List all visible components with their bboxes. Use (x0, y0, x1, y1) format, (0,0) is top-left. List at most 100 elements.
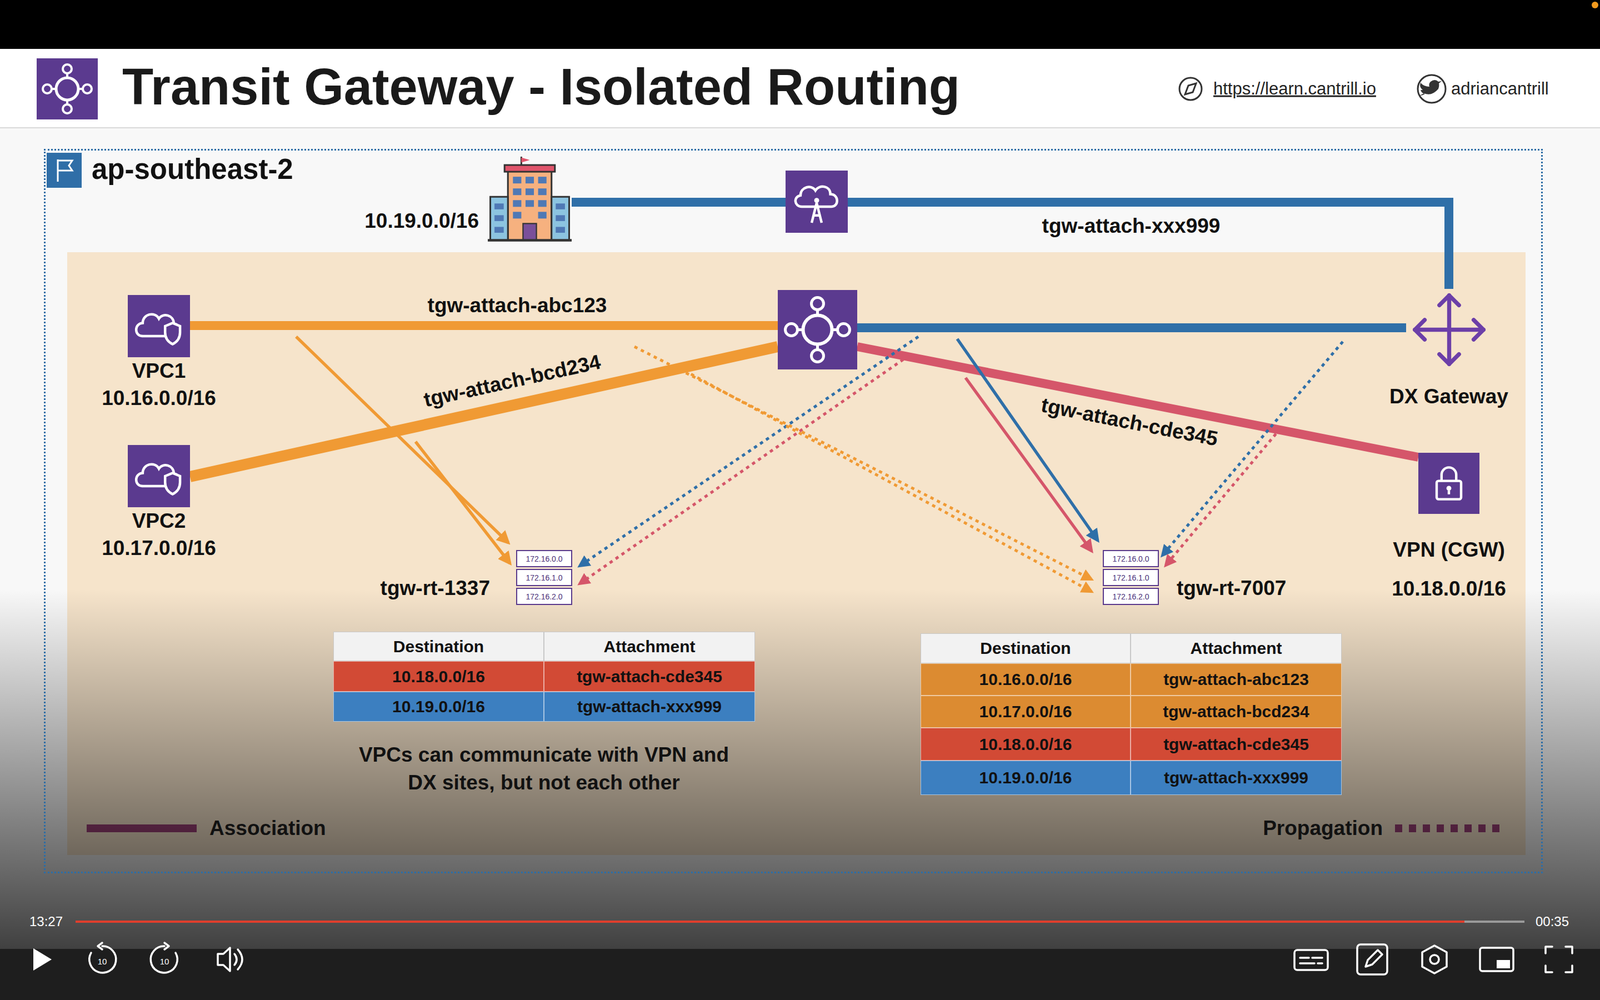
table-cell: tgw-attach-xxx999 (1130, 760, 1342, 795)
drawn-path (1300, 957, 1323, 964)
drawn-line (965, 377, 1092, 552)
node-label: VPC2 (132, 507, 187, 535)
drawn-circle (56, 77, 79, 100)
drawn-path (797, 310, 838, 350)
node-label: 10.16.0.0/16 (101, 384, 217, 412)
drawn-rect (0, 48, 1600, 128)
drawn-rect (555, 215, 565, 222)
route-entry: 172.16.0.0 (516, 550, 573, 568)
drawn-rect (525, 188, 534, 195)
drawn-rect (538, 200, 547, 207)
drawn-rect (46, 152, 82, 188)
drawn-polygon (33, 948, 52, 971)
drawn-line (857, 323, 1407, 333)
attachment-label: tgw-attach-cde345 (1038, 392, 1220, 453)
twitter-handle: adriancantrill (1451, 78, 1549, 100)
drawn-circle (1417, 75, 1446, 103)
table-cell: tgw-attach-cde345 (543, 661, 755, 692)
drawn-rect (512, 188, 522, 195)
vpn-node: VPN (CGW)10.18.0.0/16 (1388, 452, 1510, 603)
drawn-circle (837, 323, 850, 337)
table-cell: 10.16.0.0/16 (920, 663, 1131, 696)
drawn-rect (0, 48, 1600, 949)
route-entry: 172.16.2.0 (516, 587, 573, 605)
route-entry: 172.16.1.0 (516, 568, 573, 587)
drawn-rect (555, 203, 565, 210)
drawn-path (1414, 295, 1483, 364)
drawn-rect (494, 226, 504, 233)
drawn-rect (538, 188, 547, 195)
drawn-g (1414, 295, 1483, 364)
route-table-node: 172.16.0.0172.16.1.0172.16.2.0 tgw-rt-700… (1102, 550, 1287, 605)
drawn-rect (494, 215, 504, 222)
table-header: Destination (333, 631, 544, 662)
drawn-circle (82, 84, 92, 94)
drawn-circle (811, 350, 824, 363)
vpn-icon (1418, 452, 1480, 514)
node-label: DX Gateway (1389, 382, 1509, 410)
table-header: Attachment (1130, 633, 1342, 664)
drawn-line (190, 346, 778, 477)
elapsed-time: 13:27 (29, 913, 63, 930)
drawn-rect (504, 165, 555, 172)
drawn-rect (551, 196, 570, 240)
route-table-icon: 172.16.0.0172.16.1.0172.16.2.0 (1102, 550, 1159, 605)
node-label: VPC1 (132, 357, 187, 385)
drawn-line (857, 346, 1419, 458)
vpc-icon (127, 295, 190, 358)
drawn-line (634, 346, 1092, 580)
drawn-rect (538, 176, 547, 184)
drawn-rect (36, 58, 98, 120)
attachment-connector (571, 202, 1449, 289)
route-table-icon: 172.16.0.0172.16.1.0172.16.2.0 (516, 550, 573, 605)
transit-gateway-icon (777, 290, 858, 370)
drawn-circle (814, 197, 820, 203)
drawn-rect (512, 200, 522, 207)
drawn-rect (127, 295, 190, 358)
vpc-node: VPC110.16.0.0/16 (98, 295, 220, 412)
drawn-circle (62, 104, 72, 114)
drawn-line (1464, 920, 1525, 923)
note-text: VPCs can communicate with VPN and DX sit… (349, 741, 739, 797)
drawn-line (190, 321, 778, 330)
drawn-line (487, 238, 572, 242)
drawn-polygon (1422, 945, 1447, 974)
drawn-path (1545, 946, 1573, 973)
drawn-rect (1496, 960, 1510, 969)
node-label: 10.19.0.0/16 (364, 207, 479, 243)
drawn-path (165, 322, 180, 344)
direct-connect-router-icon (785, 170, 848, 233)
drawn-circle (785, 323, 798, 337)
drawn-circle (1591, 1, 1599, 9)
drawn-rect (1436, 481, 1462, 500)
drawn-line (957, 338, 1098, 541)
attachment-label: tgw-attach-bcd234 (421, 349, 603, 414)
drawn-rect (490, 196, 509, 240)
node-label: tgw-rt-7007 (1176, 574, 1287, 605)
node-label: 10.17.0.0/16 (101, 534, 217, 562)
dx-gateway-node: DX Gateway (1386, 288, 1512, 410)
drawn-circle (1430, 955, 1439, 964)
route-table-node: tgw-rt-1337172.16.0.0172.16.1.0172.16.2.… (380, 550, 573, 605)
drawn-rect (538, 211, 547, 219)
table-cell: tgw-attach-bcd234 (1130, 695, 1342, 728)
vpc-node: VPC210.17.0.0/16 (98, 445, 220, 562)
drawn-path (1365, 950, 1383, 967)
table-cell: 10.19.0.0/16 (920, 760, 1131, 795)
route-entry: 172.16.0.0 (1102, 550, 1159, 568)
table-header: Destination (920, 633, 1131, 664)
table-cell: tgw-attach-cde345 (1130, 727, 1342, 761)
drawn-rect (777, 290, 858, 370)
drawn-path (1447, 490, 1450, 495)
drawn-line (415, 441, 510, 564)
table-header: Attachment (543, 631, 755, 662)
drawn-rect (507, 170, 552, 240)
remaining-time: 00:35 (1535, 913, 1569, 930)
node-label: VPN (CGW) (1392, 536, 1505, 564)
drawn-path (234, 949, 243, 970)
drawn-line (75, 920, 1465, 923)
skip-seconds: 10 (97, 956, 108, 968)
table-cell: 10.17.0.0/16 (920, 695, 1131, 728)
flag-icon (46, 152, 82, 188)
